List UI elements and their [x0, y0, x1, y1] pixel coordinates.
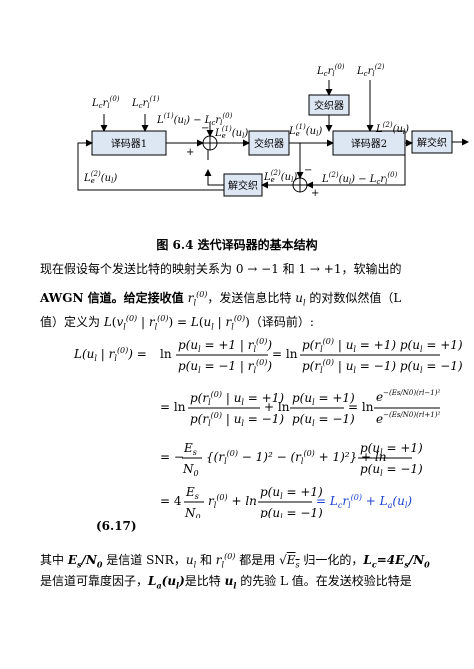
label-minus2: −: [304, 165, 312, 176]
label-in2-a: Lcrl(0): [316, 63, 345, 78]
paragraph-2: AWGN 信道。给定接收值 rl(0)，发送信息比特 ul 的对数似然值（L: [40, 290, 402, 308]
svg-text:Es: Es: [183, 441, 197, 457]
decoder1-label: 译码器1: [111, 138, 147, 150]
svg-text:p(rl(0) | ul = +1) p(ul = +1): p(rl(0) | ul = +1) p(ul = +1): [302, 337, 463, 354]
svg-text:+ ln: + ln: [264, 400, 290, 414]
equation-block: L(ul | rl(0)) = ln p(ul = +1 | rl(0)) p(…: [73, 337, 463, 518]
svg-text:p(ul = +1): p(ul = +1): [360, 441, 423, 457]
svg-text:e−(Es/N0)(rl+1)²: e−(Es/N0)(rl+1)²: [376, 411, 440, 426]
label-plus1: +: [186, 147, 194, 158]
svg-text:= Lcrl(0) + La(ul): = Lcrl(0) + La(ul): [316, 493, 412, 510]
svg-text:p(ul = +1): p(ul = +1): [292, 391, 355, 407]
label-int-out: Le(1)(ul): [288, 123, 322, 138]
interleaver-mid-label: 交织器: [254, 137, 284, 150]
svg-text:= 4: = 4: [160, 494, 182, 508]
deinterleaver-fb-label: 解交织: [228, 179, 258, 192]
svg-text:p(rl(0) | ul = −1) p(ul = −1): p(rl(0) | ul = −1) p(ul = −1): [302, 358, 463, 375]
svg-text:rl(0) + ln: rl(0) + ln: [208, 493, 257, 510]
svg-text:= ln: = ln: [160, 400, 186, 414]
decoder2-label: 译码器2: [351, 138, 387, 150]
label-fb: Le(2)(ul): [83, 170, 117, 185]
svg-text:= −: = −: [160, 450, 184, 464]
svg-text:p(ul = −1): p(ul = −1): [292, 412, 355, 428]
label-in1-a: Lcrl(0): [91, 95, 120, 110]
svg-text:p(ul = −1 | rl(0)): p(ul = −1 | rl(0)): [178, 358, 272, 375]
label-sum1-out: Le(1)(ul): [214, 125, 248, 140]
svg-text:p(ul = −1): p(ul = −1): [360, 462, 423, 478]
label-plus2: +: [311, 188, 319, 199]
paragraph-4: 其中 Es/N0 是信道 SNR，ul 和 rl(0) 都是用 √Es 归一化的…: [40, 552, 430, 570]
svg-text:N0: N0: [182, 462, 199, 478]
svg-text:Es: Es: [185, 485, 199, 501]
interleaver-top-label: 交织器: [314, 99, 344, 112]
svg-text:= ln: = ln: [272, 347, 298, 361]
svg-text:L(ul | rl(0)) =: L(ul | rl(0)) =: [73, 346, 147, 363]
label-in2-b: Lcrl(2): [356, 63, 385, 78]
svg-text:= ln: = ln: [348, 400, 374, 414]
paragraph-3: 值）定义为 L(vl(0) | rl(0)) = L(ul | rl(0))（译…: [40, 314, 314, 332]
equation-number: (6.17): [96, 519, 137, 533]
deinterleaver-out-label: 解交织: [417, 136, 447, 149]
figure-caption: 图 6.4 迭代译码器的基本结构: [156, 238, 318, 252]
label-minus1: −: [201, 123, 209, 134]
label-sum2-out: Le(2)(ul): [263, 169, 297, 184]
svg-text:N0: N0: [184, 506, 201, 518]
svg-text:{(rl(0) − 1)² − (rl(0) + 1)²}: {(rl(0) − 1)² − (rl(0) + 1)²} + ln: [206, 449, 387, 466]
svg-text:e−(Es/N0)(rl−1)²: e−(Es/N0)(rl−1)²: [376, 389, 440, 404]
label-dec2-out: L(2)(ul): [375, 121, 409, 136]
paragraph-5: 是信道可靠度因子，La(ul)是比特 ul 的先验 L 值。在发送校验比特是: [40, 574, 412, 591]
svg-text:p(ul = −1): p(ul = −1): [260, 506, 323, 518]
paragraph-1: 现在假设每个发送比特的映射关系为 0 → −1 和 1 → +1，软输出的: [40, 262, 402, 276]
svg-text:ln: ln: [160, 347, 172, 361]
svg-text:p(ul = +1): p(ul = +1): [260, 485, 323, 501]
svg-text:p(ul = +1 | rl(0)): p(ul = +1 | rl(0)): [178, 337, 272, 354]
label-in1-b: Lcrl(1): [131, 95, 160, 110]
label-dec2-fb: L(2)(ul) − Lcrl(0): [321, 171, 398, 186]
iterative-decoder-diagram: 译码器1 交织器 译码器2 交织器 解交织 解交织: [77, 63, 469, 199]
